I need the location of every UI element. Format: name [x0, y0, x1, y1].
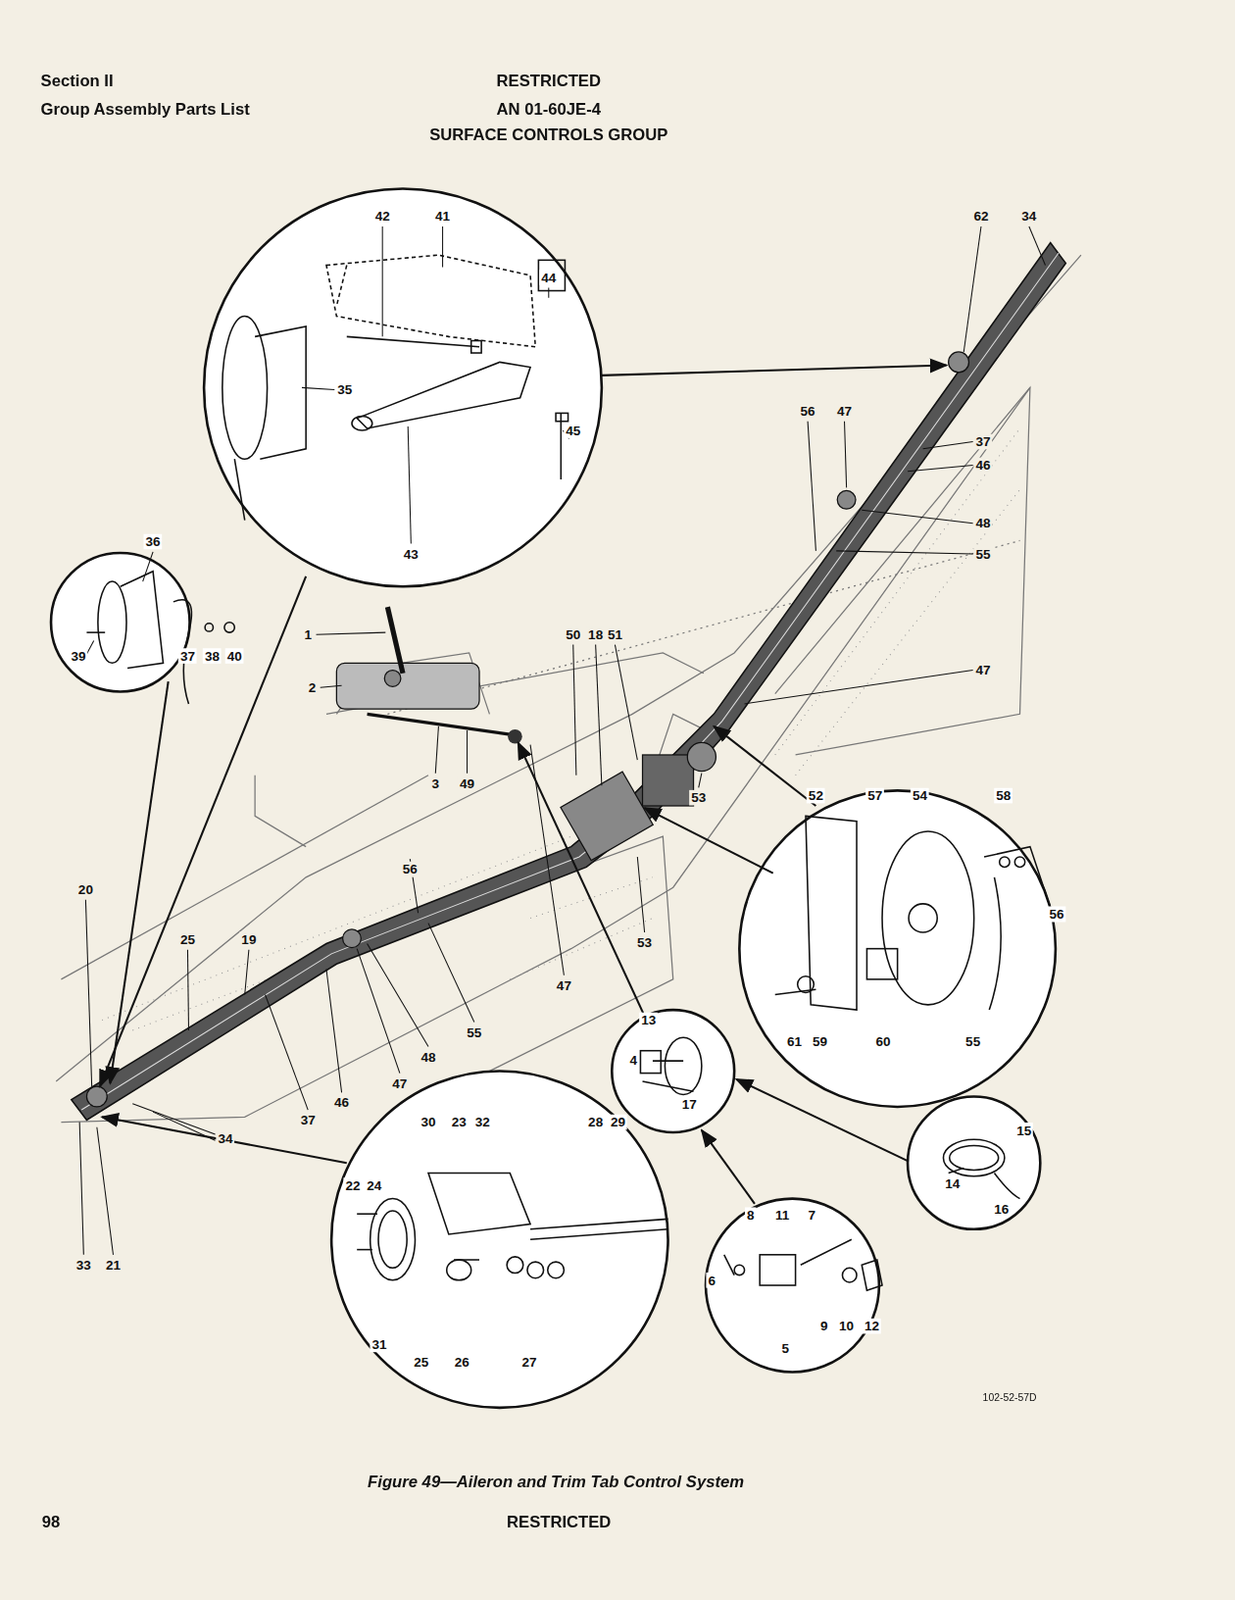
callout-number: 4 [627, 1051, 640, 1068]
callout-number: 46 [973, 457, 992, 474]
callout-number: 47 [835, 403, 854, 420]
callout-number: 51 [605, 626, 625, 643]
figure-caption: Figure 49—Aileron and Trim Tab Control S… [367, 1474, 744, 1491]
callout-number: 25 [178, 931, 198, 947]
callout-number: 50 [563, 626, 583, 643]
callout-number: 27 [519, 1353, 539, 1370]
callout-number: 25 [411, 1353, 431, 1370]
callout-number: 42 [373, 208, 393, 225]
callout-number: 30 [418, 1114, 438, 1131]
callout-number: 60 [873, 1034, 892, 1050]
callout-number: 46 [332, 1094, 351, 1111]
callout-number: 13 [639, 1012, 658, 1029]
callout-number: 24 [364, 1177, 384, 1193]
callout-number: 22 [343, 1177, 362, 1193]
callout-number: 20 [76, 882, 96, 898]
callout-number: 37 [298, 1112, 318, 1129]
callout-number: 35 [335, 382, 354, 398]
callout-number: 44 [539, 269, 558, 286]
callout-number: 47 [554, 977, 574, 993]
callout-number: 37 [178, 647, 198, 664]
callout-number: 56 [400, 861, 420, 878]
callout-number: 58 [993, 788, 1013, 804]
callout-number: 49 [457, 775, 477, 791]
callout-number: 48 [973, 515, 992, 532]
callout-number: 47 [390, 1075, 409, 1091]
callout-number: 47 [973, 662, 992, 679]
callout-number: 9 [818, 1318, 831, 1334]
header-text: 102-52-57D [983, 1391, 1038, 1402]
callout-number: 59 [810, 1034, 830, 1050]
callout-number: 48 [418, 1048, 438, 1065]
callout-number: 12 [862, 1318, 882, 1334]
callout-number: 36 [143, 534, 162, 550]
callout-number: 55 [464, 1024, 484, 1040]
callout-number: 16 [991, 1200, 1011, 1217]
header-text: AN 01-60JE-4 [496, 100, 601, 118]
callout-number: 7 [805, 1206, 818, 1223]
callout-number: 54 [910, 788, 930, 804]
callout-number: 23 [449, 1114, 469, 1131]
callout-number: 6 [705, 1272, 718, 1288]
header-text: SURFACE CONTROLS GROUP [429, 126, 668, 144]
callout-number: 11 [773, 1206, 791, 1223]
callout-number: 19 [239, 931, 258, 947]
callout-number: 53 [689, 790, 708, 806]
callout-number: 34 [1019, 208, 1038, 225]
callout-number: 26 [452, 1353, 472, 1370]
callout-number: 38 [202, 647, 222, 664]
callout-number: 43 [401, 545, 421, 562]
callout-number: 40 [225, 647, 245, 664]
callout-number: 29 [608, 1114, 628, 1131]
callout-number: 15 [1014, 1122, 1034, 1138]
header-text: Group Assembly Parts List [41, 100, 250, 118]
callout-number: 5 [779, 1340, 791, 1357]
callout-number: 34 [215, 1130, 235, 1146]
callout-number: 56 [1046, 905, 1066, 922]
callout-number: 55 [963, 1034, 983, 1050]
callout-number: 10 [837, 1318, 856, 1334]
callout-number: 33 [74, 1256, 94, 1273]
callout-number: 28 [586, 1114, 605, 1131]
callout-number: 61 [785, 1034, 804, 1050]
callout-number: 52 [806, 788, 826, 804]
callout-number: 62 [971, 208, 990, 225]
callout-number: 8 [744, 1206, 757, 1223]
header-text: Section II [41, 73, 114, 91]
callout-number: 39 [69, 647, 89, 664]
callout-number: 41 [433, 208, 452, 225]
callout-number: 2 [306, 679, 319, 695]
callout-number: 45 [563, 422, 583, 439]
callout-number: 56 [797, 403, 817, 420]
callout-number: 55 [973, 545, 992, 562]
callout-number: 53 [635, 935, 654, 951]
callout-number: 57 [865, 788, 885, 804]
callout-number: 37 [973, 434, 992, 450]
callout-number: 32 [473, 1114, 493, 1131]
callout-number: 17 [680, 1095, 699, 1112]
header-text: RESTRICTED [496, 73, 601, 91]
callout-number: 1 [301, 626, 314, 643]
callout-number: 14 [942, 1175, 962, 1191]
callout-number: 31 [369, 1336, 389, 1353]
callout-number: 21 [103, 1256, 123, 1273]
callout-number: 3 [429, 775, 442, 791]
header-text: RESTRICTED [506, 1513, 611, 1531]
header-text: 98 [42, 1513, 61, 1531]
callout-number: 18 [586, 626, 605, 643]
